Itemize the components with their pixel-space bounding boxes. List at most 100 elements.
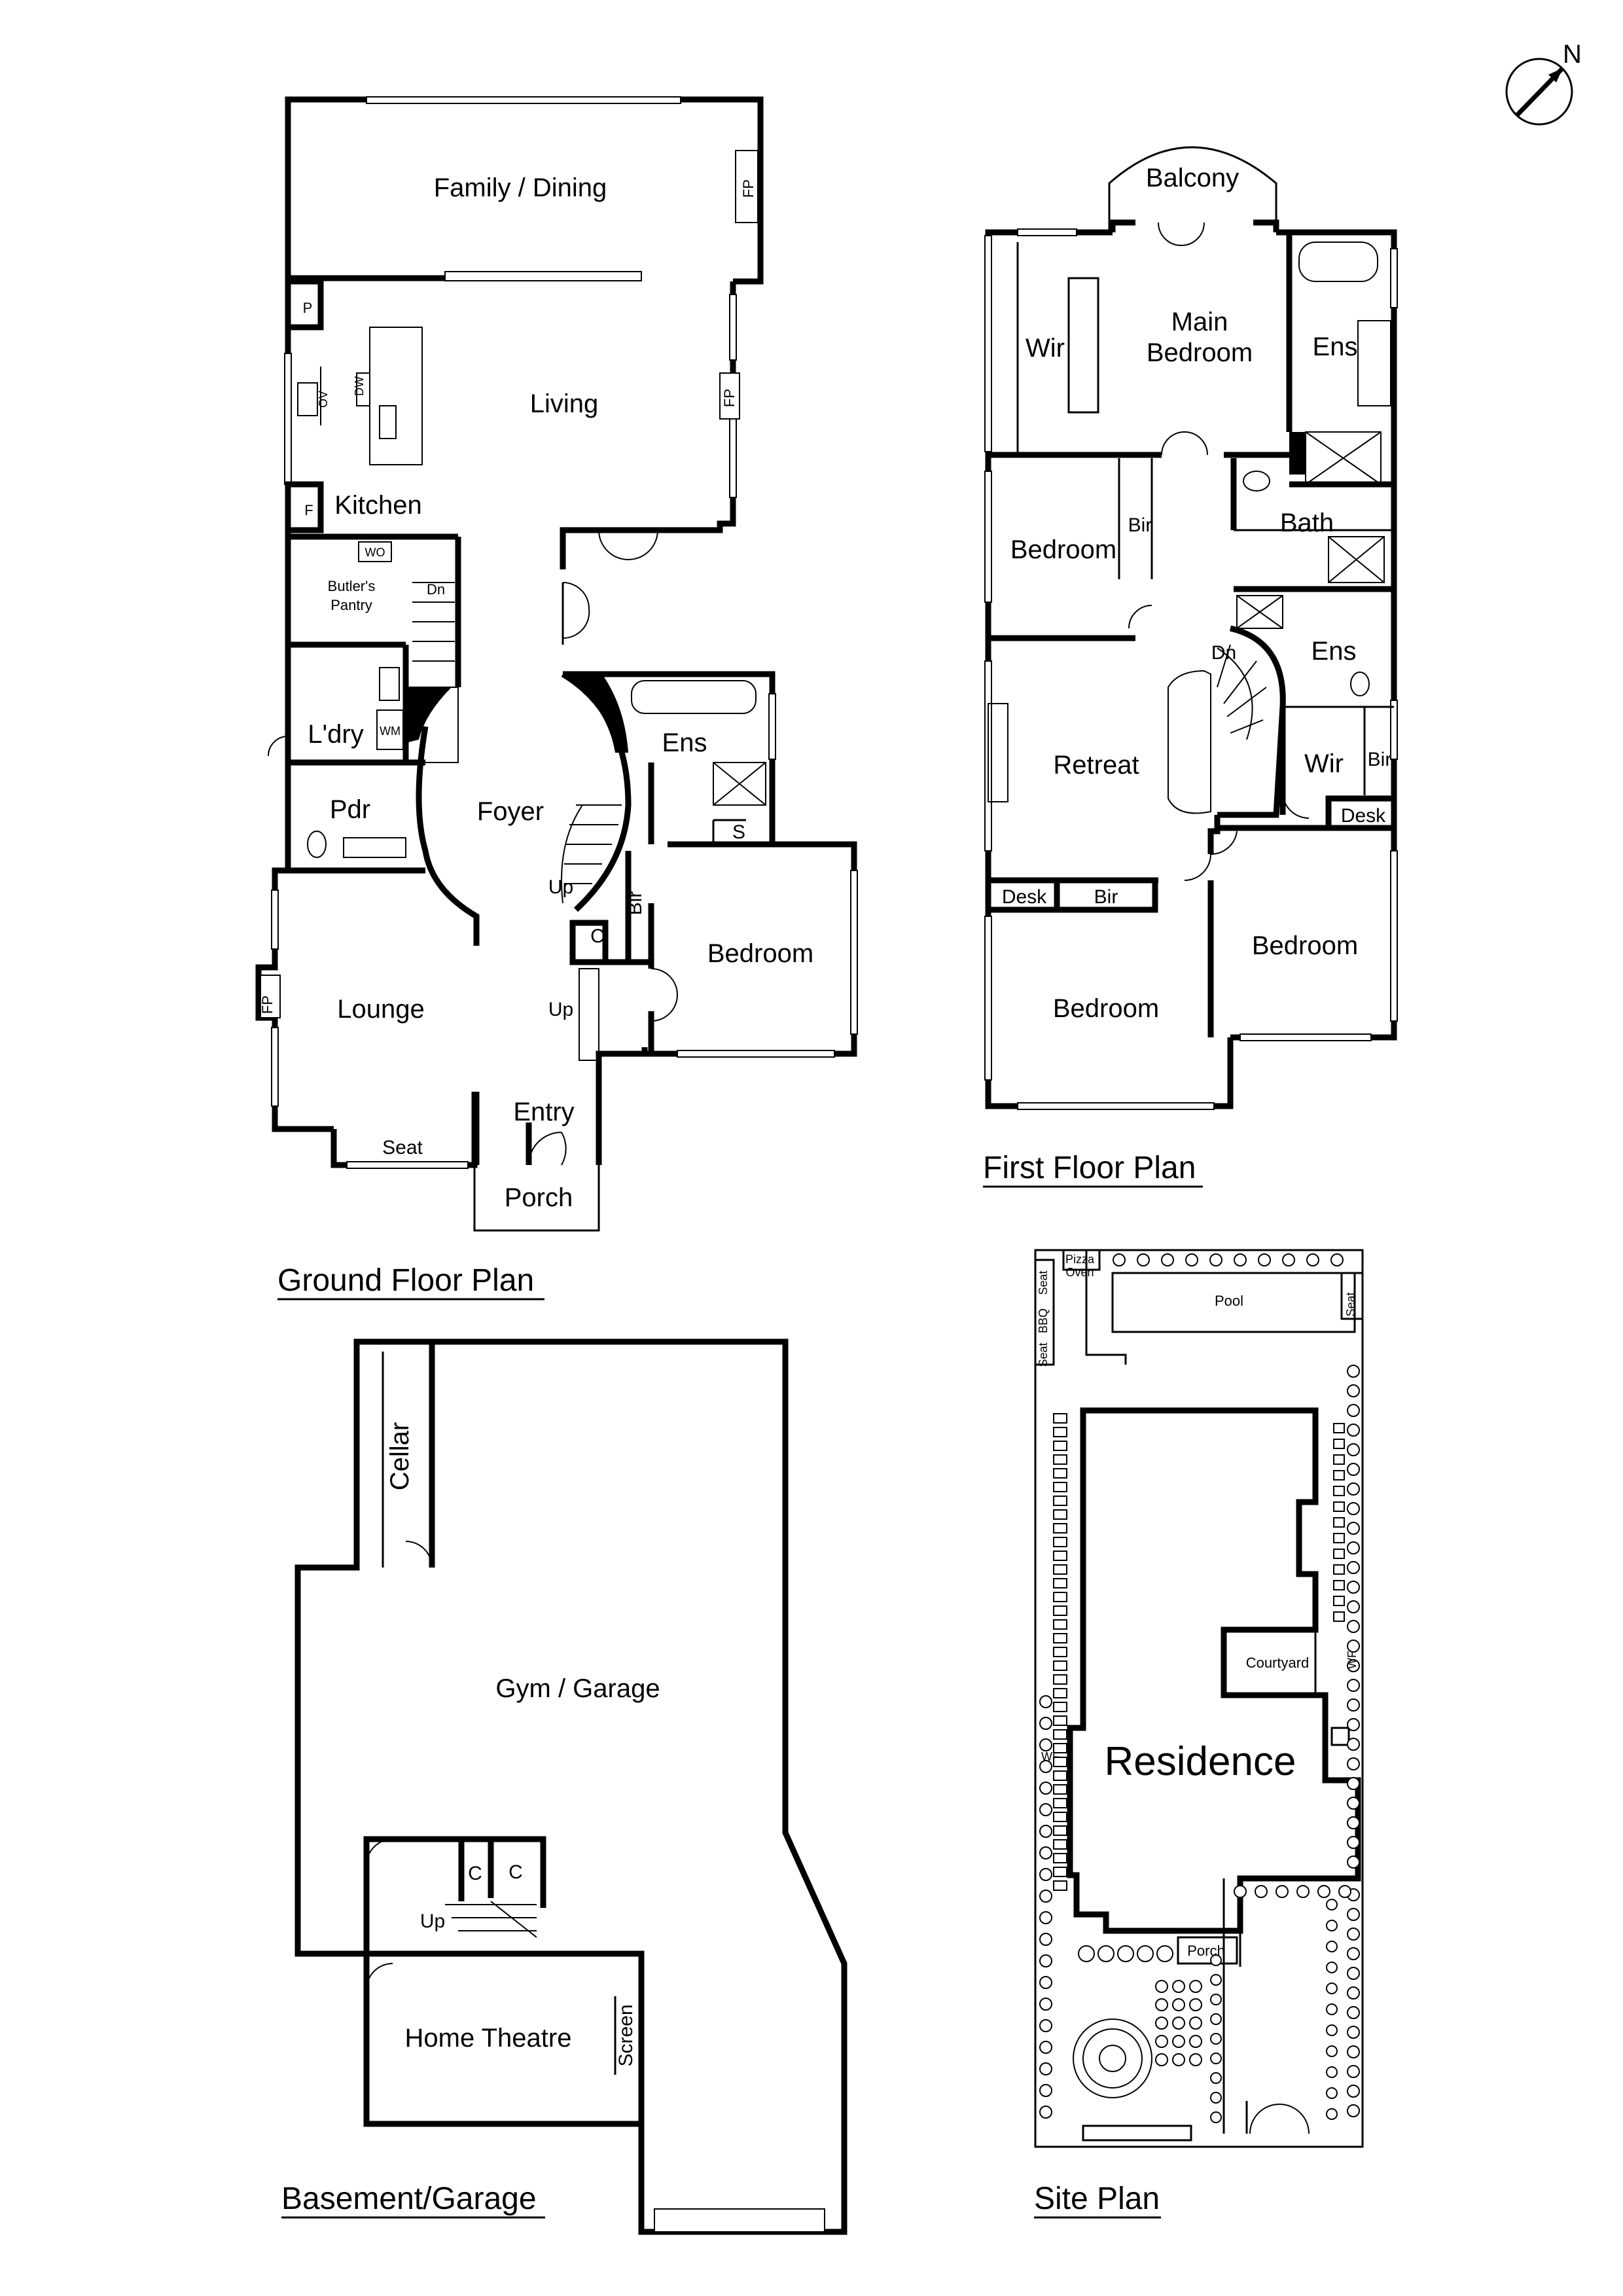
shrub-icon [1234,1253,1247,1266]
shrub-icon [1039,1825,1052,1838]
seat-label: Seat [382,1137,423,1158]
shrub-icon [1347,1718,1360,1731]
foyer-door-swing [562,582,590,639]
hedge-block [1053,1564,1067,1575]
shrub-icon [1039,1760,1052,1773]
window [984,916,992,1081]
shrub-icon [1347,1738,1360,1751]
water-feature-left-label: WF [1041,1750,1060,1763]
sink [379,405,397,439]
hedge-block [1333,1564,1345,1575]
fridge-cupboard [285,481,324,533]
toilet [1350,672,1370,696]
ground-floor-title: Ground Floor Plan [277,1263,534,1298]
shrub-icon [1326,1982,1338,1994]
window [1390,850,1398,1022]
lounge-fireplace-label: FP [259,996,276,1014]
shrub-icon [1210,2053,1222,2064]
main-wir-label: Wir [1026,334,1065,363]
shrub-icon [1330,1253,1344,1266]
window [1390,700,1398,760]
shrub-icon [1210,1954,1222,1966]
feature-tree-icon [1073,2018,1152,2098]
shrub-icon [1039,1782,1052,1795]
wall [1305,431,1382,485]
stair-curve-wall [1217,625,1286,818]
hedge-block [1053,1578,1067,1588]
shrub-icon [1097,1945,1115,1962]
shrub-icon [1210,1974,1222,1986]
site-shrubs [1039,1253,1360,2123]
shrub-icon [1275,1885,1289,1898]
balcony-label: Balcony [1146,164,1239,192]
screen-label: Screen [615,2004,637,2066]
courtyard-label: Courtyard [1246,1655,1310,1671]
basement-stairs-up-label: Up [420,1910,445,1932]
first-floor-title: First Floor Plan [983,1151,1196,1185]
window [1240,1033,1372,1041]
basement-title: Basement/Garage [281,2181,537,2216]
shrub-icon [1347,1561,1360,1574]
hedge-block [1053,1674,1067,1685]
shrub-icon [1347,2085,1360,2098]
shrub-icon [1326,1920,1338,1931]
lounge-label: Lounge [337,995,424,1024]
hedge-block [1053,1551,1067,1561]
shrub-icon [1113,1253,1126,1266]
vanity [343,837,406,858]
storage-label: S [732,821,745,843]
living-east-wall [560,281,736,569]
shrub-icon [1347,1482,1360,1496]
kitchen-label: Kitchen [334,491,421,520]
stairs-up-label: Up [548,876,573,898]
bedroom-nw-bir-label: Bir [1128,514,1152,536]
hedge-block [1053,1482,1067,1492]
shrub-icon [1326,2003,1338,2015]
ground-stairs [561,804,622,904]
pantry-cupboard [285,278,324,331]
pool-label: Pool [1215,1293,1243,1309]
bedroom-nw-label: Bedroom [1010,535,1116,564]
desk-right-label: Desk [1341,805,1386,827]
foyer-west-curve [416,726,480,946]
cupboard-2-label: C [508,1861,523,1883]
stairs-down-label: Dn [427,581,445,598]
shrub-icon [1347,2045,1360,2058]
wall-fill [1289,432,1306,475]
site-seat-label-3: Seat [1344,1292,1357,1316]
shrub-icon [1338,1885,1351,1898]
shrub-icon [1155,1998,1168,2011]
window [366,96,681,104]
pantry-label: P [303,300,313,316]
shrub-icon [1039,2106,1052,2119]
gym-garage-label: Gym / Garage [495,1674,660,1703]
north-compass-icon: N [1505,40,1582,126]
laundry-door-swing [268,736,289,757]
shrub-icon [1347,1986,1360,2000]
shrub-icon [1347,2026,1360,2039]
hedge-block [1053,1839,1067,1850]
shrub-icon [1326,1941,1338,1952]
shrub-icon [1039,2019,1052,2032]
shrub-icon [1039,1868,1052,1881]
window [271,889,279,950]
foyer-label: Foyer [477,797,544,826]
shrub-icon [1347,1640,1360,1653]
hedge-block [1053,1688,1067,1698]
hedge-block [1053,1496,1067,1506]
shrub-icon [1039,1803,1052,1816]
robe-island [1067,277,1099,414]
desk-left-label: Desk [1002,886,1047,908]
shrub-icon [1210,2111,1222,2123]
hedge-block [1053,1784,1067,1795]
shrub-icon [1039,1846,1052,1859]
cooktop [297,382,318,416]
shrub-icon [1258,1253,1271,1266]
shrub-icon [1326,1962,1338,1973]
window [284,353,292,485]
fridge-label: F [304,502,313,518]
curved-wall-fill [406,687,452,743]
hedge-block [1333,1470,1345,1480]
shrub-icon [1189,2035,1202,2048]
shrub-icon [1326,1899,1338,1910]
